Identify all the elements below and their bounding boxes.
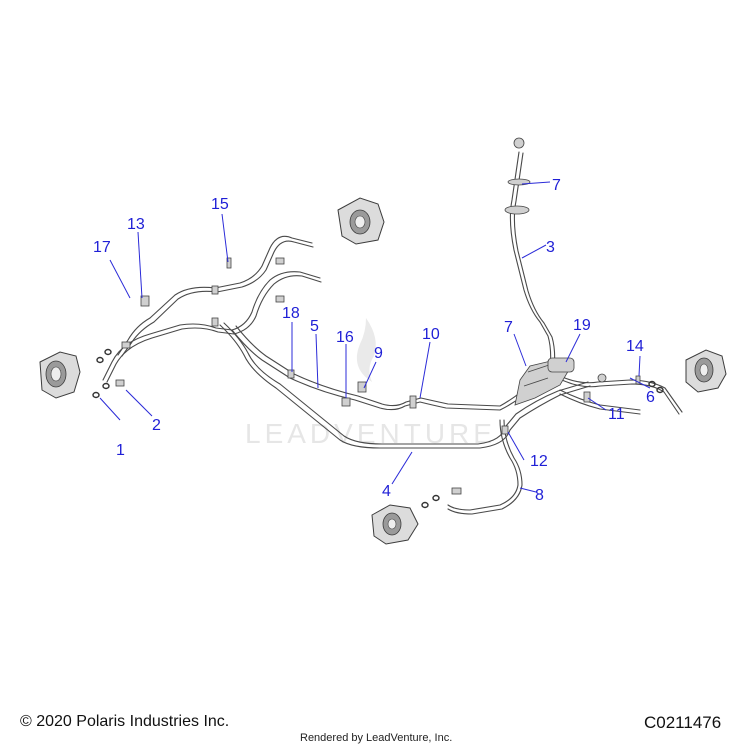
copyright-notice: © 2020 Polaris Industries Inc. (20, 713, 230, 730)
callout-6: 6 (646, 389, 655, 406)
brake-line-4 (219, 322, 591, 449)
callout-5: 5 (310, 318, 319, 335)
brake-line-5 (231, 325, 561, 411)
callout-4: 4 (382, 483, 391, 500)
leader-lines (99, 181, 651, 493)
rendered-by-credit: Rendered by LeadVenture, Inc. (300, 732, 453, 744)
callout-7-upper: 7 (552, 177, 561, 194)
callout-7-lower: 7 (504, 319, 513, 336)
brake-line-11-branch (559, 389, 641, 415)
master-cylinder (547, 357, 575, 373)
callout-13: 13 (127, 216, 145, 233)
callout-12: 12 (530, 453, 548, 470)
callout-1: 1 (116, 442, 125, 459)
brake-line-6 (559, 373, 683, 415)
brake-line-3 (504, 137, 556, 370)
brake-line-lower-front (102, 271, 322, 383)
callout-9: 9 (374, 345, 383, 362)
callout-8: 8 (535, 487, 544, 504)
diagram-code: C0211476 (644, 713, 722, 732)
rear-right-caliper (685, 349, 727, 393)
callouts: 1 2 3 4 5 6 7 7 8 9 10 11 12 13 14 15 16… (93, 177, 655, 504)
callout-19: 19 (573, 317, 591, 334)
banjo-washers (92, 348, 664, 509)
callout-18: 18 (282, 305, 300, 322)
brake-line-upper-front (117, 235, 314, 357)
rear-left-caliper (371, 504, 419, 545)
front-right-caliper (337, 197, 385, 245)
callout-2: 2 (152, 417, 161, 434)
watermark: LEADVENTURE (245, 318, 492, 449)
callout-11: 11 (608, 406, 625, 423)
brake-line-8 (447, 419, 523, 515)
banjo-bolts (115, 257, 462, 495)
callout-15: 15 (211, 196, 229, 213)
callout-10: 10 (422, 326, 440, 343)
callout-14: 14 (626, 338, 644, 355)
callout-16: 16 (336, 329, 354, 346)
front-left-caliper (39, 351, 81, 399)
callout-17: 17 (93, 239, 111, 256)
clips (140, 257, 641, 435)
callout-3: 3 (546, 239, 555, 256)
